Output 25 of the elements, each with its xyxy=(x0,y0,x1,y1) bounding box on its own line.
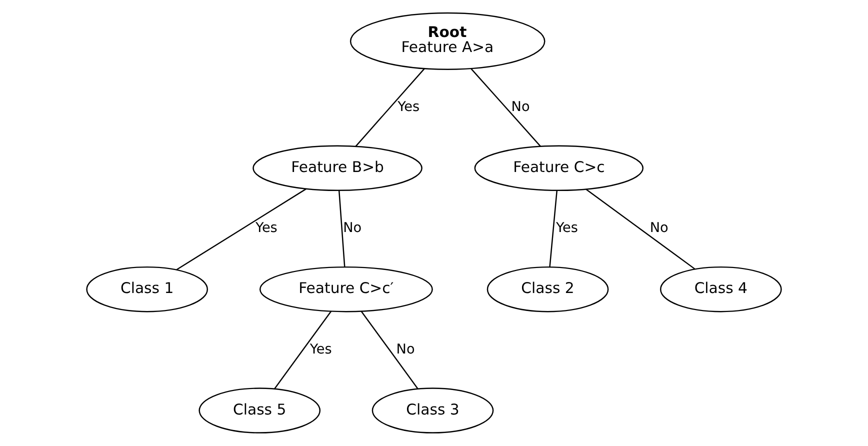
node-ellipse: Feature C>c′ xyxy=(259,266,433,312)
edge-label: Yes xyxy=(255,220,278,236)
node-ellipse: Root Feature A>a xyxy=(350,12,546,70)
node-ellipse: Feature C>c xyxy=(474,145,644,191)
node-ellipse: Feature B>b xyxy=(252,145,422,191)
edge-label: Yes xyxy=(556,220,578,236)
edge-label: No xyxy=(650,220,668,236)
node-ellipse: Class 5 xyxy=(198,388,321,434)
connector xyxy=(338,190,346,268)
node-ellipse: Class 2 xyxy=(486,266,609,312)
connector xyxy=(176,188,306,270)
node-ellipse: Class 3 xyxy=(372,388,494,434)
node-ellipse: Class 1 xyxy=(86,266,208,312)
connector xyxy=(355,68,425,147)
connector xyxy=(549,190,558,268)
connector xyxy=(586,188,696,270)
edge-label: No xyxy=(396,341,415,358)
node-ellipse: Class 4 xyxy=(660,266,782,312)
edge-label: No xyxy=(343,220,362,236)
edge-label: No xyxy=(511,98,530,115)
connector xyxy=(470,68,541,147)
edge-label: Yes xyxy=(310,341,332,358)
edge-label: Yes xyxy=(398,98,420,115)
connector xyxy=(274,310,332,390)
connector xyxy=(360,310,418,390)
